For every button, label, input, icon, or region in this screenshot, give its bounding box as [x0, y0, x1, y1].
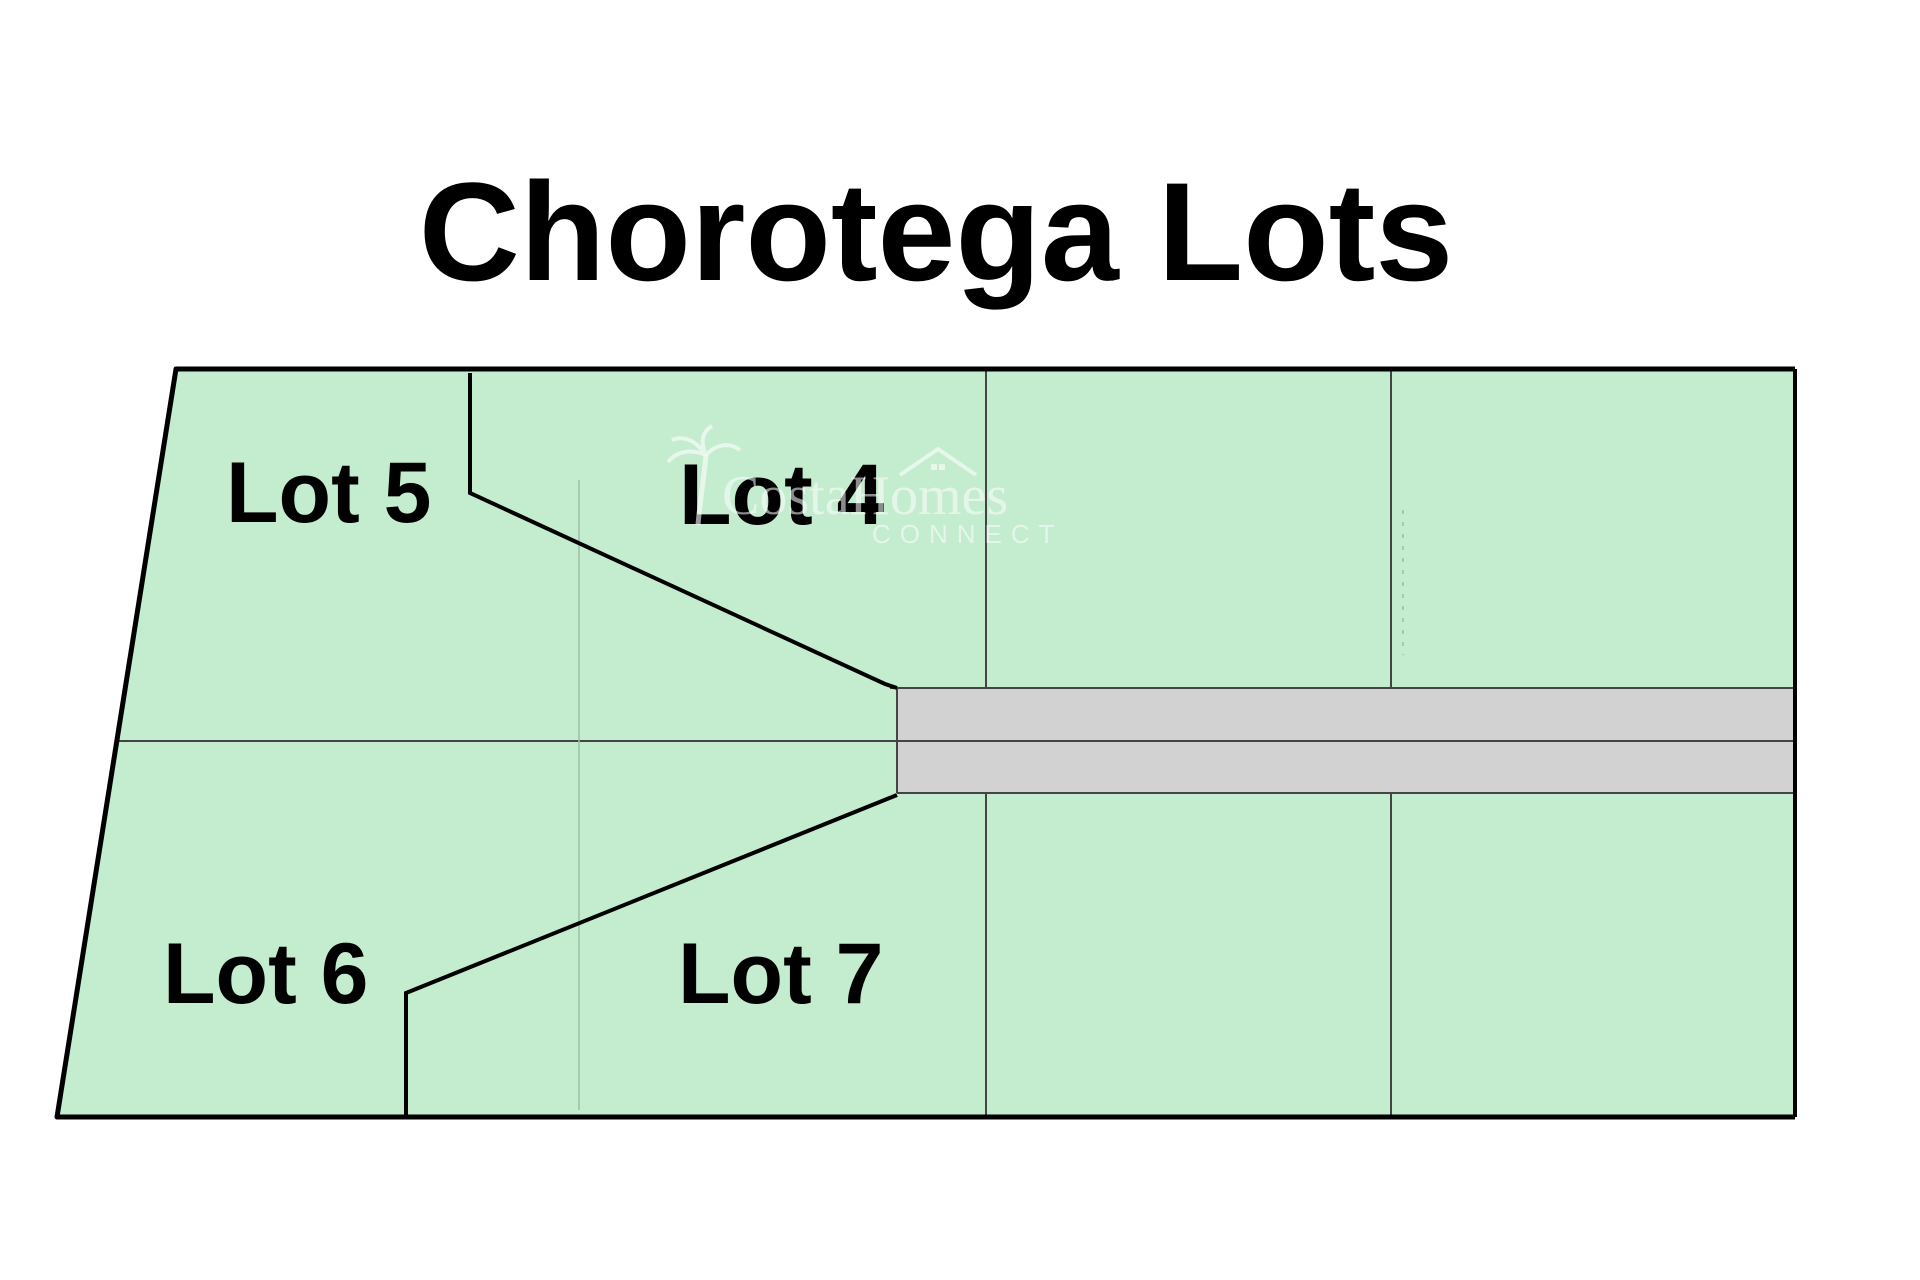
- lot-7-label: Lot 7: [678, 926, 883, 1022]
- lot-6-label: Lot 6: [163, 926, 368, 1022]
- lot-4-5-boundary: [468, 373, 898, 690]
- house-icon: [898, 446, 978, 477]
- lot-5-label: Lot 5: [226, 445, 431, 541]
- plan-title: Chorotega Lots: [419, 153, 1453, 310]
- watermark: CostaHomes CONNECT: [666, 424, 1064, 549]
- watermark-main: CostaHomes: [722, 465, 1008, 527]
- parcel-boundary: [54, 366, 1795, 1120]
- lot-4-label: Lot 4: [679, 447, 885, 543]
- palm-tree-icon: [666, 424, 742, 526]
- lot-6-7-boundary: [404, 793, 898, 1117]
- watermark-sub: CONNECT: [872, 519, 1064, 549]
